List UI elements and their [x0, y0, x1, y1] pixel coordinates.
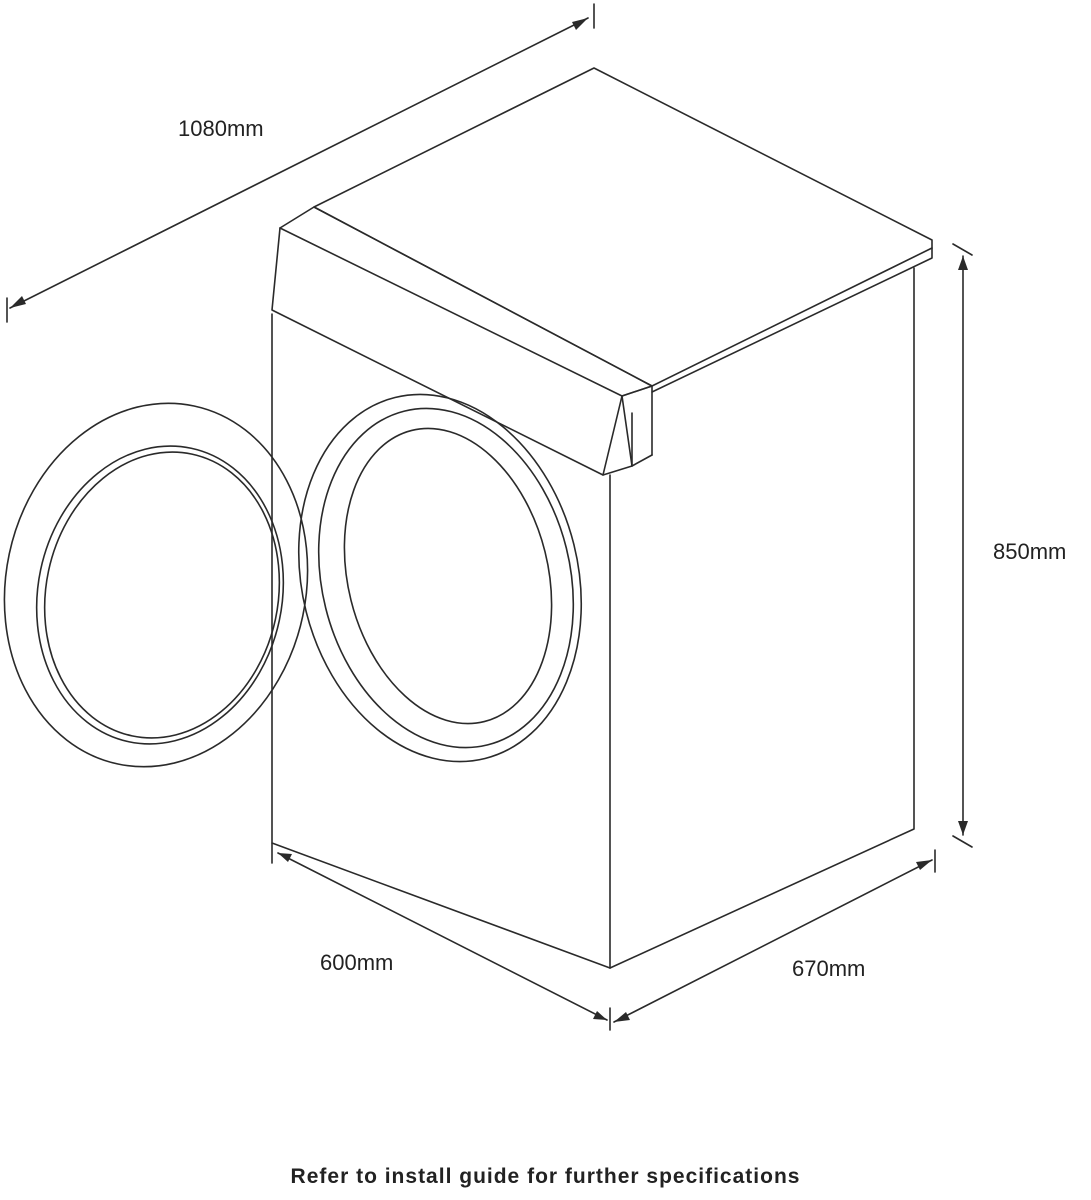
door-opening	[297, 393, 583, 763]
top-and-control-panel	[271, 67, 933, 476]
width-dimension-label: 1080mm	[178, 116, 264, 141]
front-width-dimension-label: 600mm	[320, 950, 394, 975]
install-guide-note: Refer to install guide for further speci…	[290, 1165, 801, 1188]
height-dimension-line	[952, 243, 973, 848]
height-dimension-label: 850mm	[993, 539, 1067, 564]
open-door	[3, 402, 309, 768]
front-width-dimension-line	[271, 842, 611, 1031]
cabinet-body	[271, 267, 915, 969]
width-dimension-line	[6, 3, 595, 323]
depth-dimension-line	[613, 849, 936, 1023]
depth-dimension-label: 670mm	[792, 956, 866, 981]
